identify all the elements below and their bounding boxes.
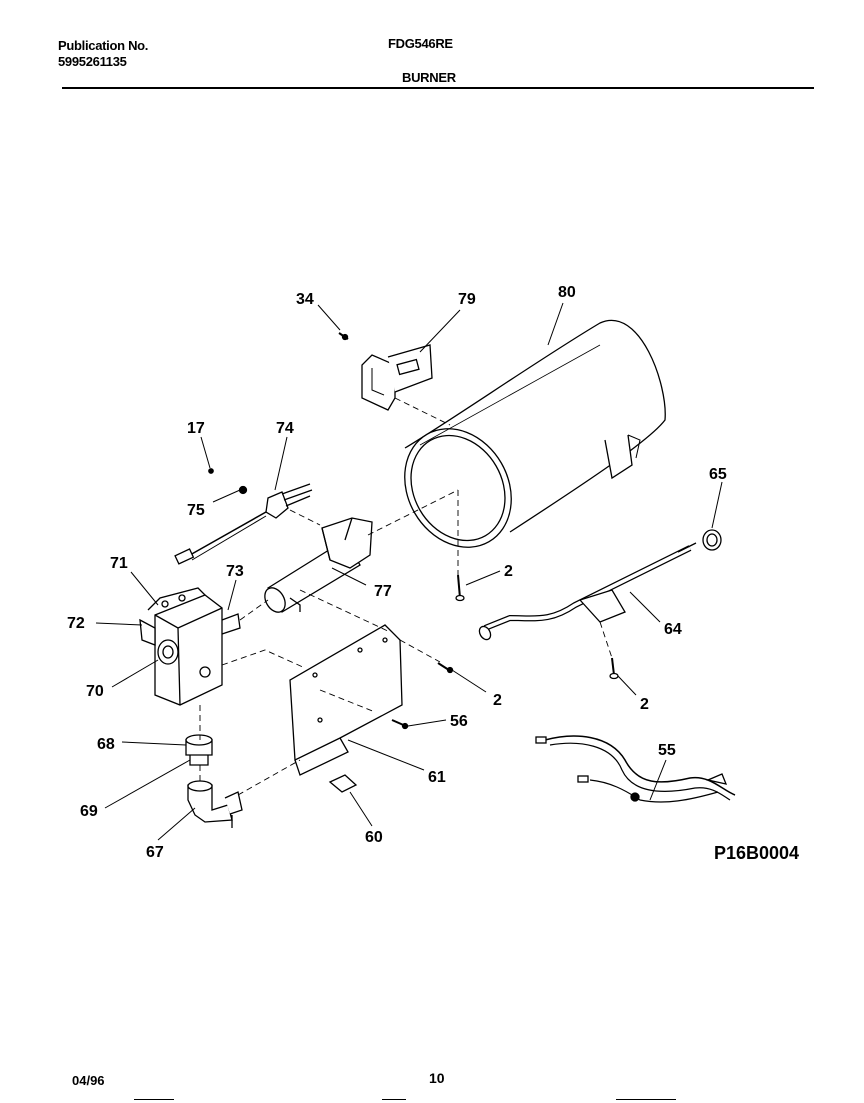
callout-65: 65 [709, 466, 727, 483]
callout-75: 75 [187, 502, 205, 519]
callout-55: 55 [658, 742, 676, 759]
callout-73: 73 [226, 563, 244, 580]
pipe-cap [702, 529, 722, 551]
elbow-fitting [187, 780, 243, 828]
washer-75 [238, 485, 248, 495]
screw-2b [437, 662, 454, 674]
footer-mark-left [134, 1099, 174, 1100]
clip-60 [328, 774, 358, 793]
callout-56: 56 [450, 713, 468, 730]
header-rule [62, 87, 814, 89]
callout-2-bracket: 2 [493, 692, 502, 709]
callout-70: 70 [86, 683, 104, 700]
screw-2a [455, 574, 465, 602]
callout-34: 34 [296, 291, 314, 308]
footer-mark-right [616, 1099, 676, 1100]
gas-valve [139, 587, 241, 706]
callout-61: 61 [428, 769, 446, 786]
callout-64: 64 [664, 621, 682, 638]
callout-2-housing: 2 [504, 563, 513, 580]
callout-69: 69 [80, 803, 98, 820]
igniter [174, 483, 313, 565]
footer-page-number: 10 [429, 1070, 445, 1086]
footer-date: 04/96 [72, 1073, 105, 1088]
callout-72: 72 [67, 615, 85, 632]
diagram-reference-code: P16B0004 [714, 843, 800, 863]
screw-34 [338, 332, 349, 341]
wire-harness [535, 735, 736, 803]
publication-number: 5995261135 [58, 54, 127, 69]
screw-56 [391, 719, 409, 730]
callout-80: 80 [558, 284, 576, 301]
burner-tube [264, 517, 373, 613]
callout-2-pipe: 2 [640, 696, 649, 713]
model-number: FDG546RE [388, 36, 453, 51]
screw-17 [208, 468, 214, 474]
publication-label: Publication No. [58, 38, 149, 53]
screw-2c [609, 657, 619, 680]
gas-pipe [478, 542, 697, 641]
callout-79: 79 [458, 291, 476, 308]
callout-17: 17 [187, 420, 205, 437]
callout-68: 68 [97, 736, 115, 753]
footer-mark-center [382, 1099, 406, 1100]
leader-lines [95, 302, 723, 841]
callout-77: 77 [374, 583, 392, 600]
callout-71: 71 [110, 555, 128, 572]
alignment-lines [199, 397, 613, 796]
igniter-bracket [361, 344, 433, 411]
valve-fitting [185, 734, 213, 766]
callout-67: 67 [146, 844, 164, 861]
callout-60: 60 [365, 829, 383, 846]
section-title: BURNER [402, 70, 456, 85]
callout-74: 74 [276, 420, 294, 437]
mounting-bracket [289, 624, 403, 776]
burner-housing [404, 319, 666, 548]
